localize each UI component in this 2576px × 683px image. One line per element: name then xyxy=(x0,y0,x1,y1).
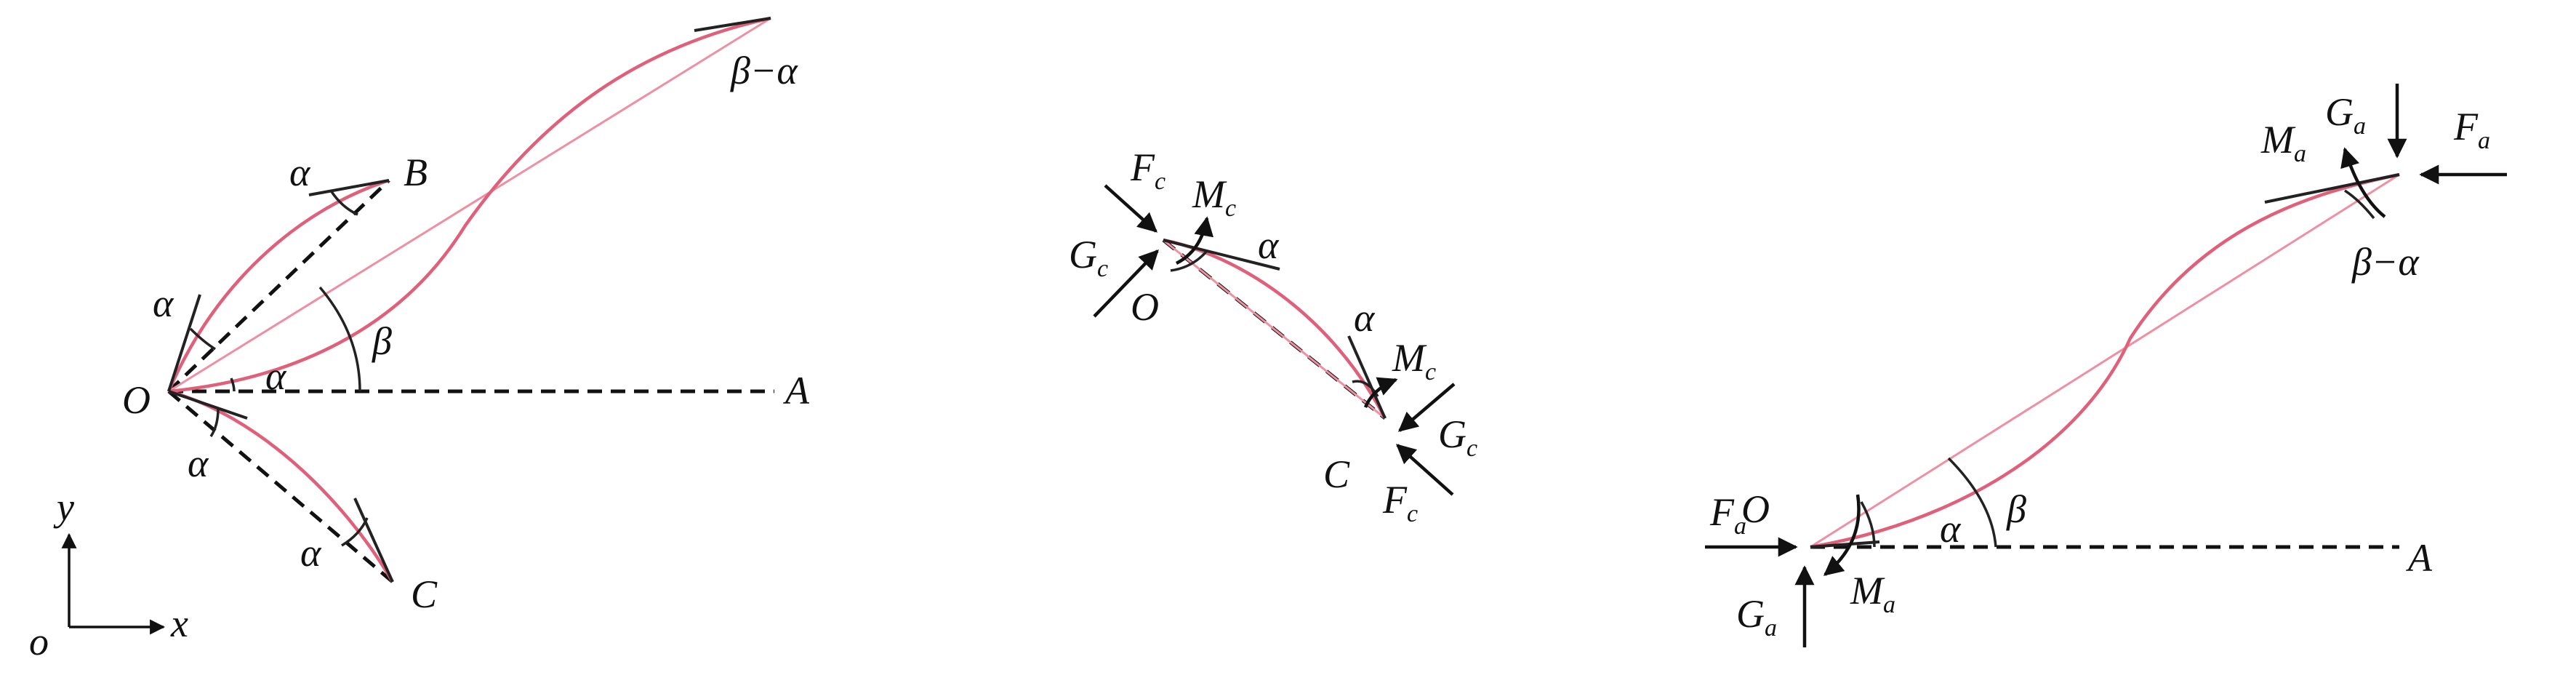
label-Ga-O: Ga xyxy=(1736,592,1777,642)
label-O-mid: O xyxy=(1131,285,1159,329)
moment-Ma-top xyxy=(2340,147,2386,218)
panel-middle: O C α α Fc Mc Gc Mc Gc Fc xyxy=(1069,145,1477,527)
label-alpha-top-mid: α xyxy=(1258,223,1280,267)
label-Mc-C: Mc xyxy=(1392,336,1436,386)
label-Mc-O: Mc xyxy=(1192,172,1236,222)
arc-beta-right xyxy=(1947,457,1997,548)
moment-Mc-C xyxy=(1363,377,1398,408)
beam-S-curve xyxy=(168,16,771,394)
label-C-mid: C xyxy=(1323,452,1350,496)
arc-alpha-O-down xyxy=(209,408,220,437)
beam-S-curve-right xyxy=(1810,172,2400,549)
force-Gc-C xyxy=(1397,383,1456,432)
label-alpha-O-down: α xyxy=(188,442,209,485)
arc-alpha-O-up xyxy=(189,327,216,351)
moment-Mc-O xyxy=(1175,216,1214,265)
label-Fa-top: Fa xyxy=(2453,105,2490,154)
label-alpha-right: α xyxy=(1940,507,1962,551)
label-A: A xyxy=(783,369,810,412)
axis-x-label: x xyxy=(170,602,188,645)
label-beta: β xyxy=(372,319,392,363)
label-C: C xyxy=(411,572,438,616)
tangent-top-right xyxy=(2264,173,2400,204)
label-Gc-O: Gc xyxy=(1069,233,1108,282)
tangent-O-right xyxy=(1810,540,1880,548)
label-alpha-O-up: α xyxy=(153,281,174,325)
panel-left: O A B C α α α α α β β−α y x o xyxy=(29,16,810,663)
arc-alpha-O-small xyxy=(230,378,236,392)
label-Ma-O: Ma xyxy=(1850,569,1895,618)
label-alpha-C-mid: α xyxy=(1354,296,1376,340)
label-Fc-O: Fc xyxy=(1130,145,1165,195)
label-B: B xyxy=(404,151,428,194)
chord-O-end-right xyxy=(1810,173,2400,548)
tangent-B xyxy=(308,179,390,196)
force-Gc-O xyxy=(1093,249,1159,318)
label-A-right: A xyxy=(2406,536,2433,580)
label-O: O xyxy=(122,378,151,422)
tangent-O-mid xyxy=(1163,239,1280,271)
arc-alpha-B xyxy=(329,190,358,216)
label-Fa-O: Fa xyxy=(1709,490,1746,540)
label-alpha-B: α xyxy=(289,151,311,194)
label-beta-minus-alpha-right: β−α xyxy=(2351,240,2420,284)
chord-OC-mid xyxy=(1163,239,1386,420)
arc-alpha-C xyxy=(341,517,369,547)
arc-top-right xyxy=(2344,189,2375,220)
label-O-right: O xyxy=(1741,487,1770,531)
beam-OB xyxy=(166,178,390,392)
label-Fc-C: Fc xyxy=(1382,478,1418,527)
label-Ga-top: Ga xyxy=(2325,90,2366,140)
arc-alpha-O-mid xyxy=(1170,249,1208,272)
label-beta-minus-alpha: β−α xyxy=(730,49,798,92)
tangent-C-mid xyxy=(1347,335,1387,419)
panel-right: O A α β β−α Fa Ga Ma Ma Ga Fa xyxy=(1705,84,2507,647)
moment-Ma-O xyxy=(1823,494,1861,576)
axis-origin-label: o xyxy=(29,620,49,663)
tangent-C xyxy=(353,498,394,583)
chord-O-end xyxy=(168,17,771,393)
axis-y-label: y xyxy=(53,485,74,529)
label-beta-right: β xyxy=(2006,487,2026,531)
force-Fc-C xyxy=(1395,444,1454,496)
tangent-O-up xyxy=(167,294,201,392)
coordinate-axes: y x o xyxy=(29,485,188,663)
line-OC xyxy=(167,390,394,583)
label-alpha-C: α xyxy=(300,531,322,575)
arc-alpha-O-right xyxy=(1860,501,1876,548)
tangent-O-down xyxy=(168,390,248,420)
label-Gc-C: Gc xyxy=(1438,412,1477,462)
tangent-top xyxy=(694,17,771,32)
line-OB xyxy=(167,179,390,393)
label-alpha-O-mid: α xyxy=(265,354,287,398)
label-Ma-top: Ma xyxy=(2260,118,2306,167)
arc-beta xyxy=(318,286,361,392)
force-Fc-O xyxy=(1104,184,1158,233)
